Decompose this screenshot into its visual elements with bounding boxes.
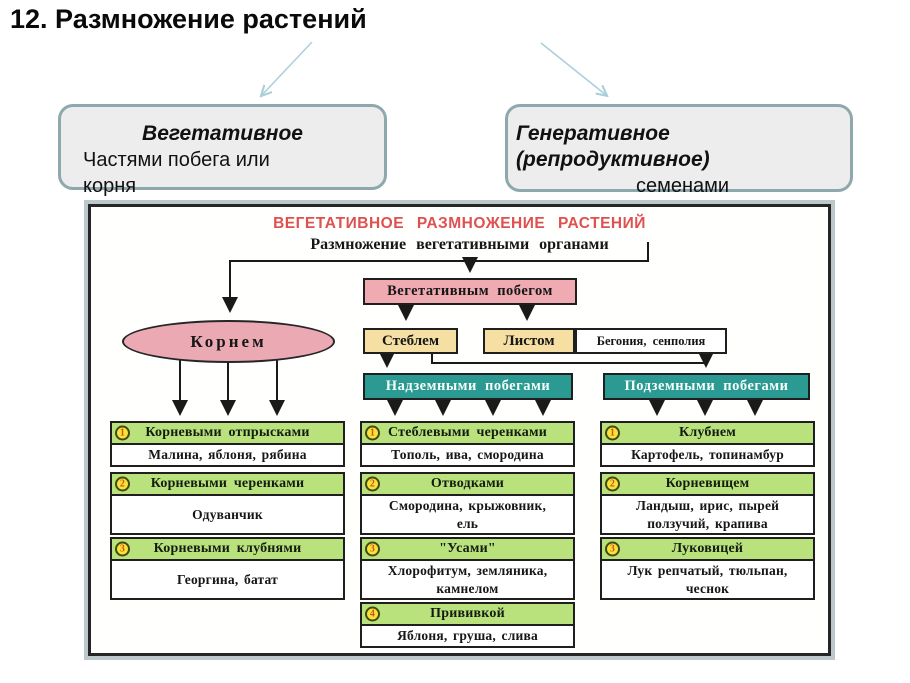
vegetative-title: Вегетативное [142, 122, 303, 145]
unit-header-label: Корневыми отпрысками [145, 425, 310, 440]
unit-examples: Тополь, ива, смородина [360, 443, 575, 467]
unit-number-badge: 4 [365, 606, 380, 622]
unit-examples: Георгина, батат [110, 559, 345, 600]
generative-description: семенами [636, 175, 730, 197]
unit-header: 3 Луковицей [600, 537, 815, 561]
vegetative-reproduction-diagram: ВЕГЕТАТИВНОЕ РАЗМНОЖЕНИЕ РАСТЕНИЙ Размно… [84, 200, 835, 660]
unit-examples: Картофель, топинамбур [600, 443, 815, 467]
column-unit: 2 Корневищем Ландыш, ирис, пырей ползучи… [600, 472, 815, 535]
node-leaf-examples: Бегония, сенполия [575, 328, 727, 354]
unit-number-badge: 2 [115, 476, 130, 492]
unit-number-badge: 3 [605, 541, 620, 557]
unit-header-label: Прививкой [430, 606, 505, 621]
unit-header-label: Стеблевыми черенками [388, 425, 547, 440]
unit-number-badge: 3 [115, 541, 130, 557]
arrow-to-generative-box [540, 42, 606, 95]
unit-header: 4 Прививкой [360, 602, 575, 626]
unit-number-badge: 1 [115, 425, 130, 441]
arrow-stem-to-below [431, 352, 714, 368]
unit-header-label: "Усами" [439, 541, 496, 556]
unit-examples: Ландыш, ирис, пырей ползучий, крапива [600, 494, 815, 535]
column-unit: 3 "Усами" Хлорофитум, земляника, камнело… [360, 537, 575, 600]
diagram-connectors [172, 242, 763, 416]
unit-header: 1 Корневыми отпрысками [110, 421, 345, 445]
column-unit: 2 Корневыми черенками Одуванчик [110, 472, 345, 535]
column-unit: 3 Корневыми клубнями Георгина, батат [110, 537, 345, 600]
unit-examples: Лук репчатый, тюльпан, чеснок [600, 559, 815, 600]
unit-examples: Хлорофитум, земляника, камнелом [360, 559, 575, 600]
unit-number-badge: 1 [605, 425, 620, 441]
unit-header: 3 Корневыми клубнями [110, 537, 345, 561]
unit-header-label: Корневыми черенками [150, 476, 305, 491]
column-unit: 1 Стеблевыми черенками Тополь, ива, смор… [360, 421, 575, 467]
diagram-title: ВЕГЕТАТИВНОЕ РАЗМНОЖЕНИЕ РАСТЕНИЙ [273, 215, 646, 232]
unit-examples: Смородина, крыжовник, ель [360, 494, 575, 535]
unit-header-label: Корневыми клубнями [153, 541, 302, 556]
unit-header: 3 "Усами" [360, 537, 575, 561]
node-below-ground-shoots: Подземными побегами [603, 373, 810, 400]
unit-header-label: Отводками [430, 476, 505, 491]
column-unit: 1 Корневыми отпрысками Малина, яблоня, р… [110, 421, 345, 467]
column-unit: 1 Клубнем Картофель, топинамбур [600, 421, 815, 467]
node-stem: Стеблем [363, 328, 458, 354]
column-unit: 3 Луковицей Лук репчатый, тюльпан, чесно… [600, 537, 815, 600]
unit-number-badge: 2 [605, 476, 620, 492]
node-above-ground-shoots: Надземными побегами [363, 373, 573, 400]
unit-number-badge: 3 [365, 541, 380, 557]
unit-number-badge: 2 [365, 476, 380, 492]
unit-header-label: Луковицей [671, 541, 744, 556]
node-leaf: Листом [483, 328, 575, 354]
unit-header-label: Клубнем [678, 425, 737, 440]
diagram-subtitle: Размножение вегетативными органами [310, 236, 609, 253]
unit-examples: Яблоня, груша, слива [360, 624, 575, 648]
unit-header-label: Корневищем [665, 476, 750, 491]
generative-title: Генеративное (репродуктивное) [516, 122, 710, 171]
node-vegetative-shoot: Вегетативным побегом [363, 278, 577, 305]
page-title: 12. Размножение растений [10, 4, 367, 34]
bracket-subtitle-to-root [222, 242, 649, 313]
unit-header: 2 Корневищем [600, 472, 815, 496]
unit-header: 2 Отводками [360, 472, 575, 496]
unit-number-badge: 1 [365, 425, 380, 441]
vegetative-box: Вегетативное Частями побега или корня [58, 104, 387, 197]
vegetative-description: Частями побега или корня [83, 149, 270, 197]
column-unit: 2 Отводками Смородина, крыжовник, ель [360, 472, 575, 535]
unit-header: 2 Корневыми черенками [110, 472, 345, 496]
column-unit: 4 Прививкой Яблоня, груша, слива [360, 602, 575, 648]
node-root: Корнем [122, 320, 335, 363]
unit-examples: Одуванчик [110, 494, 345, 535]
generative-box: Генеративное (репродуктивное) семенами [505, 104, 853, 197]
unit-header: 1 Клубнем [600, 421, 815, 445]
unit-header: 1 Стеблевыми черенками [360, 421, 575, 445]
unit-examples: Малина, яблоня, рябина [110, 443, 345, 467]
arrow-to-vegetative-box [262, 41, 313, 95]
